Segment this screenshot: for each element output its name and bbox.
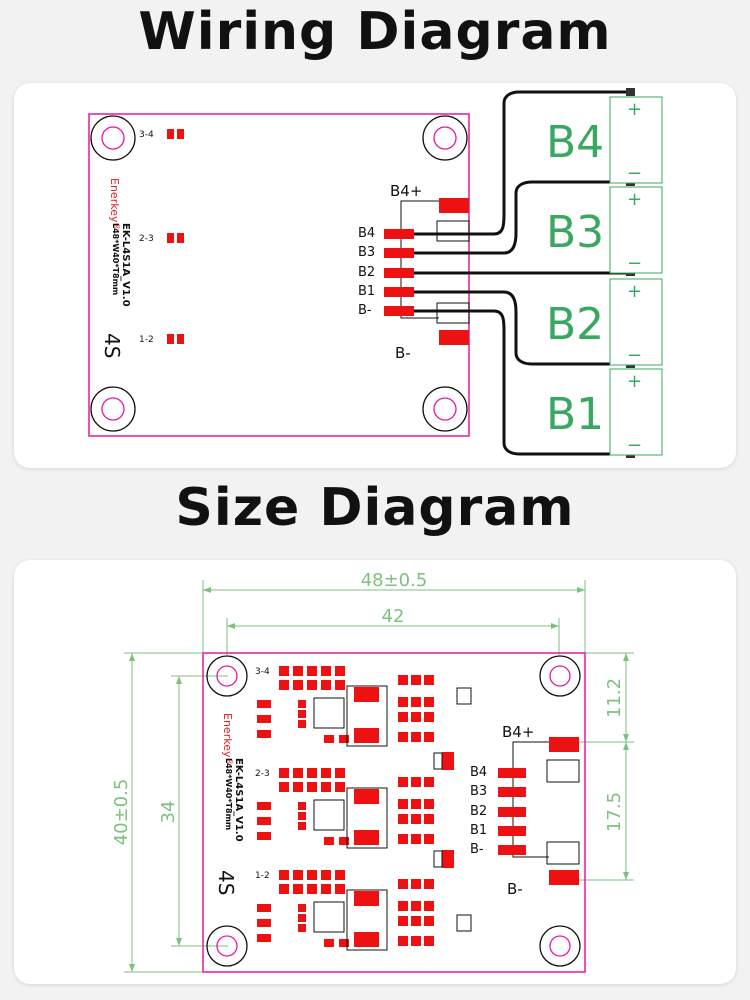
size-diagram-card: 48±0.5 42 40±0.5 34 11.2 17.5	[14, 560, 736, 984]
svg-text:B4: B4	[470, 765, 487, 780]
size-cell-label-3-4: 3-4	[255, 667, 270, 677]
svg-text:B3: B3	[470, 784, 487, 799]
size-board-size-label: L48*W40*T8mm	[224, 758, 233, 830]
wiring-diagram-title: Wiring Diagram	[138, 2, 612, 62]
svg-text:B-: B-	[358, 303, 372, 318]
mounting-holes	[90, 115, 468, 432]
battery-b2-plus: +	[627, 281, 642, 302]
svg-text:B4: B4	[358, 226, 375, 241]
svg-text:B1: B1	[470, 823, 487, 838]
dim-top-offset: 11.2	[604, 678, 625, 718]
cell-label-3-4: 3-4	[139, 130, 154, 140]
pcb-outline	[88, 113, 470, 437]
b4plus-label: B4+	[390, 182, 422, 200]
pcb-components	[257, 666, 454, 947]
mounting-holes-size	[206, 655, 581, 967]
dimension-lines	[124, 580, 634, 973]
dim-connector-span: 17.5	[604, 792, 625, 832]
svg-text:B1: B1	[358, 284, 375, 299]
battery-b4-plus: +	[627, 99, 642, 120]
size-cell-label-1-2: 1-2	[255, 871, 270, 881]
cell-label-1-2: 1-2	[139, 335, 154, 345]
svg-text:B3: B3	[358, 245, 375, 260]
battery-b4-minus: −	[627, 163, 642, 184]
pin-labels: B4 B3 B2 B1 B-	[358, 226, 375, 318]
pcb-outline-size	[202, 652, 586, 973]
size-b4plus-label: B4+	[502, 723, 534, 741]
series-label: 4S	[100, 333, 124, 358]
battery-b2-label: B2	[546, 299, 604, 350]
dim-hole-width: 42	[382, 606, 405, 627]
svg-text:B2: B2	[358, 265, 375, 280]
size-connector-pads	[498, 737, 579, 885]
size-series-label: 4S	[214, 870, 238, 895]
svg-text:B-: B-	[470, 842, 484, 857]
wiring-diagram-svg: 3-4 2-3 1-2 Enerkey® EK-L4S1A_V1.0 L48*W…	[88, 88, 663, 458]
size-brand-label: Enerkey®	[221, 713, 234, 765]
bminus-label: B-	[395, 344, 411, 362]
cell-label-2-3: 2-3	[139, 234, 154, 244]
battery-boxes	[609, 96, 663, 456]
battery-b1-plus: +	[627, 371, 642, 392]
connector-pads	[384, 198, 469, 345]
battery-b3-plus: +	[627, 189, 642, 210]
size-pin-labels: B4 B3 B2 B1 B-	[470, 765, 487, 857]
battery-b3-label: B3	[546, 207, 604, 258]
dim-outer-height: 40±0.5	[111, 779, 132, 846]
balance-pads	[167, 129, 184, 344]
battery-wires	[414, 90, 634, 456]
size-diagram-svg: 48±0.5 42 40±0.5 34 11.2 17.5	[111, 570, 634, 973]
board-size-label: L48*W40*T8mm	[111, 223, 120, 295]
size-cell-label-2-3: 2-3	[255, 769, 270, 779]
dim-hole-height: 34	[158, 801, 179, 824]
battery-b1-label: B1	[546, 389, 604, 440]
battery-b3-minus: −	[627, 253, 642, 274]
battery-b2-minus: −	[627, 345, 642, 366]
connector-bracket	[400, 200, 412, 319]
battery-b4-label: B4	[546, 117, 604, 168]
model-label: EK-L4S1A_V1.0	[120, 223, 131, 307]
svg-text:B2: B2	[470, 804, 487, 819]
size-model-label: EK-L4S1A_V1.0	[233, 758, 244, 842]
battery-b1-minus: −	[627, 435, 642, 456]
wiring-diagram-card: 3-4 2-3 1-2 Enerkey® EK-L4S1A_V1.0 L48*W…	[14, 83, 736, 468]
size-bminus-label: B-	[507, 880, 523, 898]
brand-label: Enerkey®	[108, 178, 121, 230]
dim-outer-width: 48±0.5	[361, 570, 428, 591]
size-diagram-title: Size Diagram	[175, 478, 575, 538]
